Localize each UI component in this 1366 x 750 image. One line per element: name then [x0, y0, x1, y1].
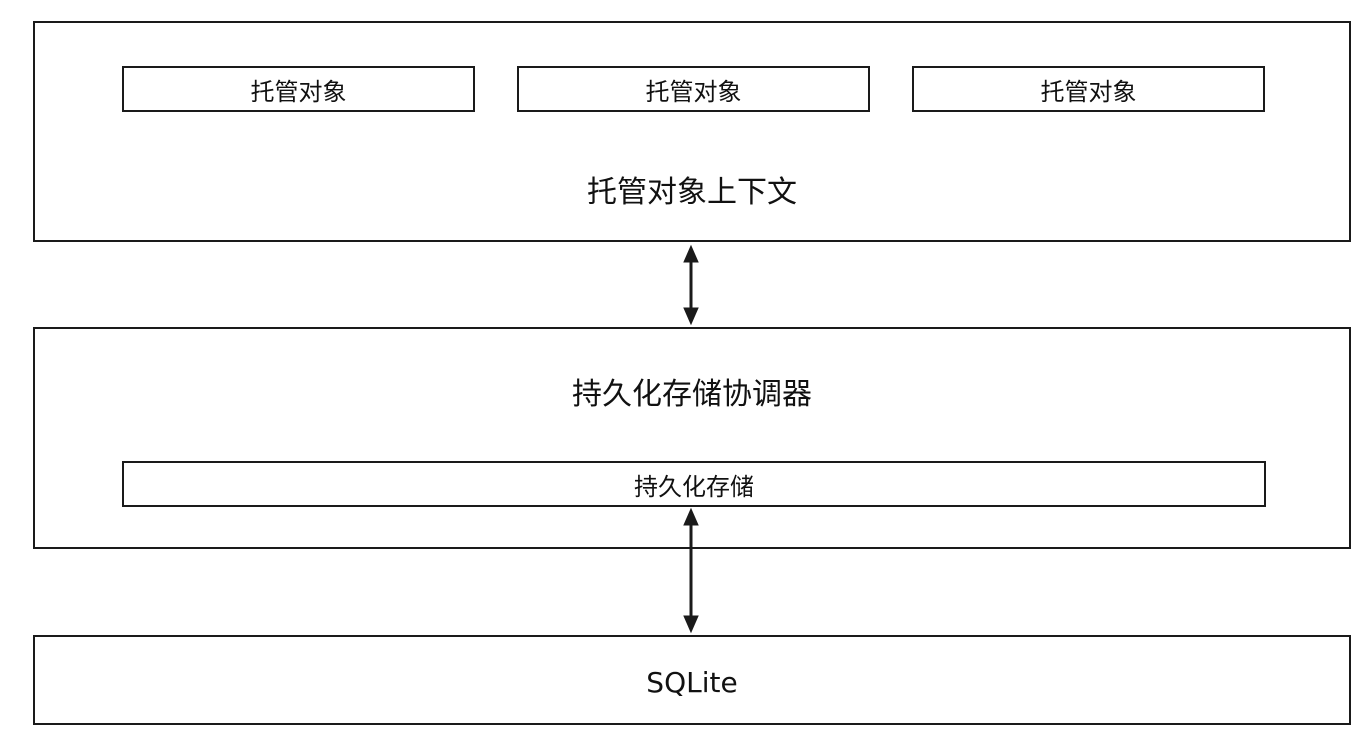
- managed-object-label-3: 托管对象: [1040, 77, 1137, 106]
- managed-object-box-3: 托管对象: [912, 66, 1265, 112]
- managed-object-context-title: 托管对象上下文: [587, 175, 797, 210]
- managed-object-label-1: 托管对象: [250, 77, 347, 106]
- managed-object-context-box: 托管对象 托管对象 托管对象 托管对象上下文: [33, 21, 1351, 242]
- arrow-context-coordinator: [683, 244, 699, 326]
- managed-object-label-2: 托管对象: [645, 77, 742, 106]
- persistent-store-label: 持久化存储: [634, 472, 754, 501]
- managed-object-box-2: 托管对象: [517, 66, 870, 112]
- persistent-store-coordinator-box: 持久化存储协调器 持久化存储: [33, 327, 1351, 549]
- managed-object-box-1: 托管对象: [122, 66, 475, 112]
- persistent-store-box: 持久化存储: [122, 461, 1266, 507]
- persistent-store-coordinator-title: 持久化存储协调器: [572, 377, 812, 412]
- sqlite-label: SQLite: [646, 666, 738, 699]
- sqlite-box: SQLite: [33, 635, 1351, 725]
